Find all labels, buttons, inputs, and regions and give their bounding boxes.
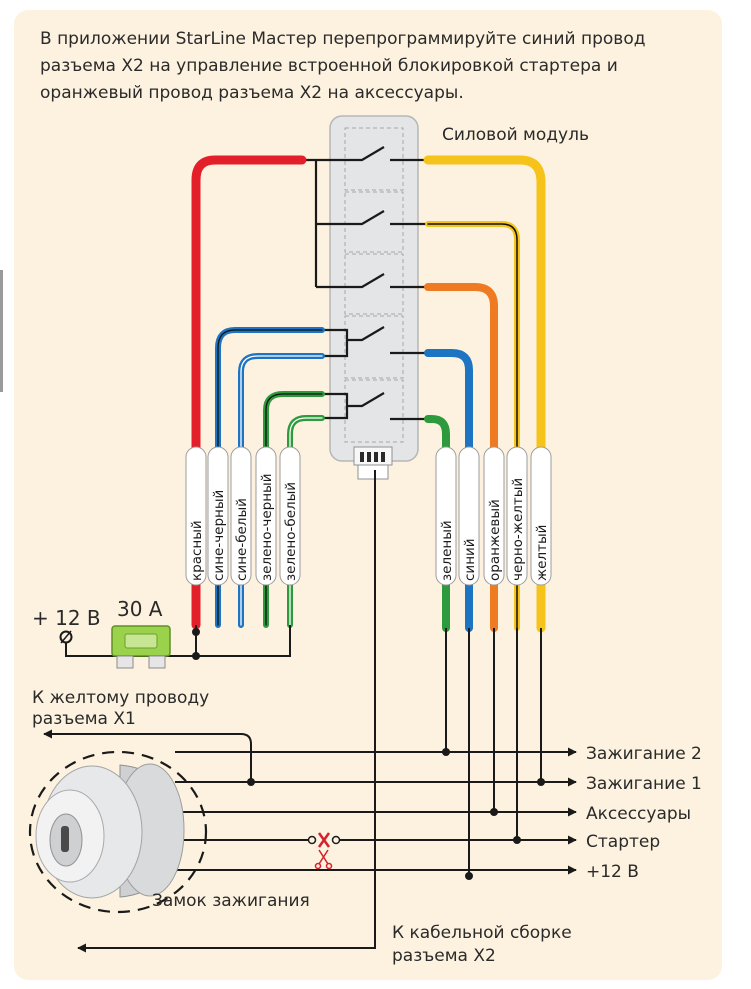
intro-line-1: В приложении StarLine Мастер перепрограм… bbox=[40, 29, 645, 49]
wire-label-red: красный bbox=[189, 520, 205, 581]
intro-line-2: разъема X2 на управление встроенной блок… bbox=[40, 56, 618, 76]
thin-conductors bbox=[195, 625, 542, 876]
ignition-lock-icon bbox=[28, 750, 208, 914]
fuse-rating-label: 30 А bbox=[117, 597, 163, 621]
wire-label-blue-white: сине-белый bbox=[234, 498, 250, 581]
output-ignition-2: Зажигание 2 bbox=[586, 744, 702, 764]
right-wire-labels: зеленый синий оранжевый черно-желтый жел… bbox=[435, 446, 552, 586]
scissors-icon bbox=[314, 849, 333, 870]
output-accessories: Аксессуары bbox=[586, 804, 691, 824]
module-title: Силовой модуль bbox=[442, 125, 589, 145]
wire-label-blue: синий bbox=[462, 538, 478, 581]
intro-line-3: оранжевый провод разъема X2 на аксессуар… bbox=[40, 83, 464, 103]
ignition-lock-label: Замок зажигания bbox=[152, 891, 310, 911]
note-x2-line-2: разъема X2 bbox=[392, 946, 496, 966]
wire-label-green: зеленый bbox=[439, 520, 455, 581]
left-wire-labels: красный сине-черный сине-белый зелено-че… bbox=[185, 446, 301, 586]
wire-label-black-yellow: черно-желтый bbox=[510, 478, 526, 581]
fuse-icon bbox=[111, 625, 171, 669]
junction-dots bbox=[192, 628, 545, 880]
output-starter: Стартер bbox=[586, 832, 660, 852]
cut-mark-icon bbox=[307, 832, 341, 848]
left-wire-group bbox=[191, 155, 325, 630]
right-wire-group bbox=[423, 155, 546, 633]
wire-label-orange: оранжевый bbox=[487, 499, 503, 581]
note-x1-line-2: разъема X1 bbox=[32, 709, 136, 729]
output-plus-12v: +12 В bbox=[586, 862, 639, 882]
wire-label-blue-black: сине-черный bbox=[211, 490, 227, 581]
power-module bbox=[302, 115, 428, 480]
output-lines bbox=[43, 470, 577, 953]
output-ignition-1: Зажигание 1 bbox=[586, 774, 702, 794]
page-edge-marker bbox=[0, 270, 3, 392]
note-x1-line-1: К желтому проводу bbox=[32, 688, 209, 708]
wire-label-green-white: зелено-белый bbox=[283, 482, 299, 581]
wire-label-green-black: зелено-черный bbox=[259, 474, 275, 582]
note-x2-line-1: К кабельной сборке bbox=[392, 923, 572, 943]
wire-label-yellow: желтый bbox=[534, 525, 550, 581]
plus-12v-label: + 12 В bbox=[32, 606, 101, 630]
